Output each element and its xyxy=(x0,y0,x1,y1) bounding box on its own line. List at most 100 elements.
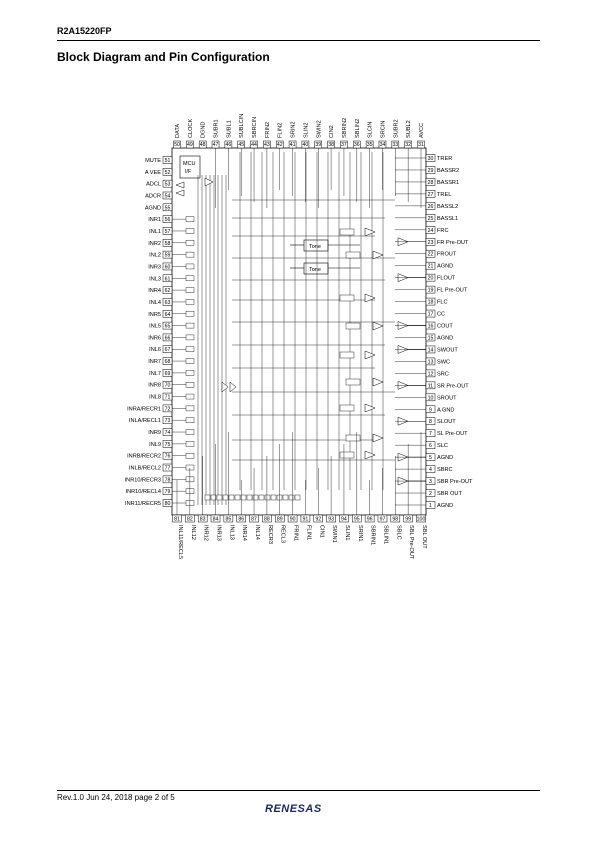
pin-number: 8 xyxy=(429,419,432,425)
pin-label: SR Pre-OUT xyxy=(437,383,469,389)
switch-block xyxy=(345,434,361,442)
pin-label: INR5 xyxy=(148,312,161,318)
pin-label: INR2 xyxy=(148,241,161,247)
pin-label: INL3 xyxy=(149,276,161,282)
switch-block xyxy=(210,494,217,501)
pin-label: SBRC xyxy=(437,467,453,473)
pin-label: SUBR1 xyxy=(214,119,220,138)
pin-label: INL4 xyxy=(149,300,161,306)
pin-box xyxy=(162,191,173,200)
pin-number: 74 xyxy=(165,430,171,436)
internal-circuitry: MCU I/F Tone Tone xyxy=(172,148,426,515)
switch-block xyxy=(185,441,195,447)
switch-block xyxy=(185,393,195,400)
amplifier-symbol xyxy=(229,381,237,393)
tone-label-upper: Tone xyxy=(309,244,321,250)
pin-number: 60 xyxy=(165,264,171,270)
amplifier-symbol xyxy=(364,403,376,413)
pin-label: SUBL1 xyxy=(226,120,232,138)
switch-block xyxy=(228,494,235,501)
pin-number: 97 xyxy=(380,516,386,522)
pin-number: 51 xyxy=(165,158,171,164)
pin-number: 76 xyxy=(165,454,171,460)
pin-label: AVCC xyxy=(419,123,425,138)
amplifier-symbol xyxy=(364,450,376,460)
pin-label: SBLIN2 xyxy=(355,119,361,138)
pin-number: 38 xyxy=(328,142,334,148)
amplifier-symbol xyxy=(221,381,229,393)
pin-number: 68 xyxy=(165,359,171,365)
pin-label: COUT xyxy=(437,324,453,330)
pin-label: FLC xyxy=(437,300,448,306)
pin-number: 96 xyxy=(367,516,373,522)
pin-number: 52 xyxy=(165,170,171,176)
pin-number: 65 xyxy=(165,324,171,330)
pin-label: A VEE xyxy=(145,170,161,176)
switch-block xyxy=(222,494,229,501)
pin-label: SRC xyxy=(437,371,449,377)
pin-label: CIN2 xyxy=(329,125,335,138)
switch-block xyxy=(204,494,211,501)
pin-label: AGND xyxy=(437,335,453,341)
switch-block xyxy=(264,494,271,501)
switch-block xyxy=(185,263,195,270)
pin-label: SBL OUT xyxy=(421,525,427,549)
renesas-logo: RENESAS xyxy=(265,803,322,815)
pin-label: SUBR2 xyxy=(393,119,399,138)
pin-label: INR9 xyxy=(148,430,161,436)
switch-block xyxy=(282,494,289,501)
pin-label: INL6 xyxy=(149,347,161,353)
pin-number: 34 xyxy=(380,142,386,148)
pin-number: 89 xyxy=(277,516,283,522)
pin-number: 73 xyxy=(165,418,171,424)
pins-bottom: 81INL11/RECL582INL1283INR1284INR1385INL1… xyxy=(172,514,427,560)
amplifier-symbol xyxy=(372,250,384,260)
pin-number: 17 xyxy=(428,312,434,318)
pin-label: CIN1 xyxy=(318,525,324,538)
pin-label: SUBLCIN xyxy=(239,114,245,138)
pin-number: 9 xyxy=(429,407,432,413)
pin-number: 56 xyxy=(165,217,171,223)
pin-label: SLOUT xyxy=(437,419,456,425)
pin-number: 20 xyxy=(428,276,434,282)
pin-label: INR13 xyxy=(216,525,222,541)
pin-number: 13 xyxy=(428,359,434,365)
pin-label: RECR3 xyxy=(267,525,273,544)
pin-label: BASSL2 xyxy=(437,204,458,210)
switch-block xyxy=(185,240,195,246)
pin-number: 26 xyxy=(428,204,434,210)
pin-number: 47 xyxy=(213,142,219,148)
tone-label-lower: Tone xyxy=(309,267,321,273)
pin-number: 63 xyxy=(165,300,171,306)
pin-label: FL Pre-OUT xyxy=(437,288,468,294)
pin-box xyxy=(186,140,194,149)
pin-number: 1 xyxy=(429,503,432,509)
pin-label: INR11/RECR5 xyxy=(125,501,161,507)
switch-block xyxy=(234,494,241,501)
pin-label: FLOUT xyxy=(437,276,456,282)
pin-number: 66 xyxy=(165,335,171,341)
pins-top: 50DATA49CLOCK48DGND47SUBR146SUBL145SUBLC… xyxy=(173,114,425,149)
pin-label: SLIN2 xyxy=(303,122,309,138)
pin-number: 49 xyxy=(187,142,193,148)
pin-label: INRB/RECR2 xyxy=(127,454,161,460)
pin-box xyxy=(162,179,173,188)
pin-label: CC xyxy=(437,312,445,318)
pin-number: 23 xyxy=(428,240,434,246)
mcu-label: MCU xyxy=(183,161,196,167)
amplifier-symbol xyxy=(364,227,376,237)
pin-label: INL14 xyxy=(254,525,260,540)
pin-number: 80 xyxy=(165,501,171,507)
pin-box xyxy=(173,140,181,149)
pin-number: 85 xyxy=(225,516,231,522)
pin-label: INLB/RECL2 xyxy=(129,466,161,472)
pin-number: 46 xyxy=(225,142,231,148)
switch-block xyxy=(240,494,247,501)
pin-number: 70 xyxy=(165,383,171,389)
pin-number: 71 xyxy=(165,395,171,401)
pin-label: AGND xyxy=(145,205,161,211)
header-rule xyxy=(57,40,540,41)
pin-label: INL1 xyxy=(149,229,161,235)
pin-number: 11 xyxy=(428,383,433,389)
